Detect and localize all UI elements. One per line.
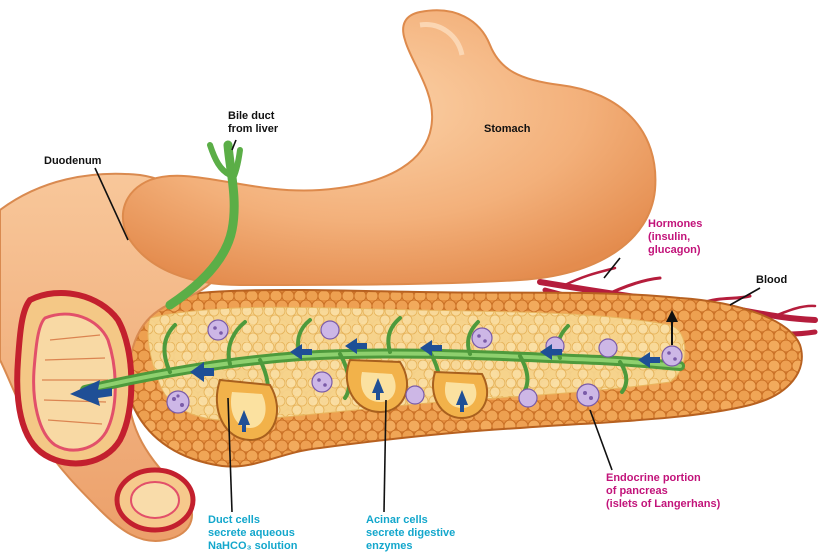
label-duct-cells-line1: Duct cells [208,514,297,527]
stomach [123,10,655,285]
label-acinar-cells-line2: secrete digestive [366,527,455,540]
label-hormones-line3: glucagon) [648,244,702,257]
label-endocrine-line2: of pancreas [606,485,720,498]
label-duct-cells: Duct cells secrete aqueous NaHCO₃ soluti… [208,514,297,553]
label-blood-line1: Blood [756,274,787,287]
label-duct-cells-line3: NaHCO₃ solution [208,540,297,553]
label-bile-duct-line1: Bile duct [228,110,278,123]
label-bile-duct: Bile duct from liver [228,110,278,136]
label-stomach-line1: Stomach [484,123,530,136]
label-endocrine-line3: (islets of Langerhans) [606,498,720,511]
label-duodenum: Duodenum [44,155,101,168]
label-endocrine: Endocrine portion of pancreas (islets of… [606,472,720,511]
label-bile-duct-line2: from liver [228,123,278,136]
label-acinar-cells: Acinar cells secrete digestive enzymes [366,514,455,553]
label-endocrine-line1: Endocrine portion [606,472,720,485]
label-stomach: Stomach [484,123,530,136]
label-blood: Blood [756,274,787,287]
label-hormones: Hormones (insulin, glucagon) [648,218,702,257]
label-hormones-line1: Hormones [648,218,702,231]
label-duodenum-line1: Duodenum [44,155,101,168]
label-acinar-cells-line3: enzymes [366,540,455,553]
label-duct-cells-line2: secrete aqueous [208,527,297,540]
label-acinar-cells-line1: Acinar cells [366,514,455,527]
label-hormones-line2: (insulin, [648,231,702,244]
